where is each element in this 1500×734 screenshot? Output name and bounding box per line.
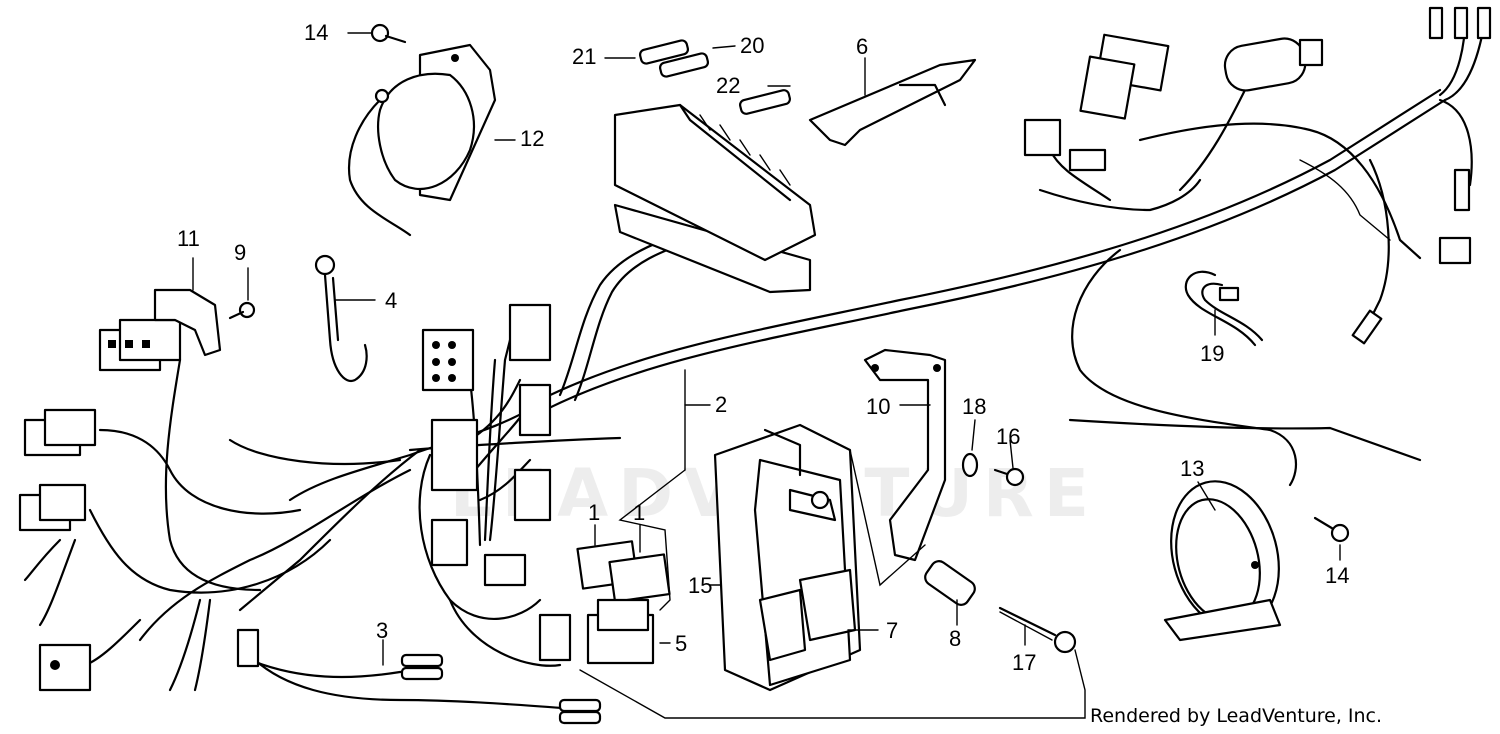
fuse-22 (739, 89, 791, 115)
callout-5: 5 (675, 631, 688, 656)
strap-6 (808, 58, 977, 147)
callout-13: 13 (1180, 456, 1205, 481)
callout-22: 22 (716, 73, 741, 98)
bolt-16 (993, 467, 1025, 487)
horn-13 (1163, 480, 1282, 642)
callout-6: 6 (856, 34, 869, 59)
sub-harness-3 (236, 628, 602, 725)
main-wire-harness (538, 18, 1487, 487)
relay-1-right (608, 553, 671, 603)
callout-14-top: 14 (304, 20, 329, 45)
callout-7: 7 (886, 618, 899, 643)
callout-12: 12 (520, 126, 545, 151)
callout-15: 9 (234, 240, 247, 265)
callout-17: 17 (1012, 650, 1037, 675)
washer-18 (961, 452, 979, 478)
callout-1-right: 1 (633, 500, 646, 525)
terminals-top-right (1351, 6, 1492, 345)
callout-4: 4 (385, 288, 398, 313)
connector-cluster-center (421, 303, 552, 587)
callout-18: 18 (962, 394, 987, 419)
bolt-14-top (370, 23, 407, 44)
horn-12 (347, 43, 497, 237)
callout-3: 3 (376, 618, 389, 643)
fuse-21 (638, 39, 690, 65)
bolt-17 (998, 606, 1077, 654)
connector-near-5 (538, 613, 572, 662)
bolt-15 (228, 301, 256, 320)
callout-2: 2 (715, 392, 728, 417)
callout-20: 20 (740, 33, 765, 58)
clamp-19 (1184, 270, 1264, 347)
leader-lines (192, 32, 1341, 719)
fuse-box (613, 103, 817, 294)
bolt-14-right (1313, 516, 1350, 543)
connector-upper-right (1023, 33, 1170, 172)
callout-16: 16 (996, 424, 1021, 449)
callout-11: 11 (177, 226, 200, 251)
callout-9: 15 (688, 573, 713, 598)
callout-19: 19 (1200, 341, 1225, 366)
credit-text: Rendered by LeadVenture, Inc. (1090, 705, 1383, 727)
bracket-11 (153, 288, 222, 357)
regulator-housing (713, 423, 862, 692)
relay-5 (586, 598, 655, 665)
callout-10: 10 (866, 394, 891, 419)
connector-left-mid (23, 408, 97, 457)
bracket-10 (863, 348, 947, 562)
callout-21: 21 (572, 44, 597, 69)
callout-8: 8 (949, 626, 962, 651)
connector-left-low (18, 483, 87, 532)
connector-left-top (98, 318, 182, 372)
fuse-20 (658, 52, 710, 78)
connector-left-bottom (38, 643, 92, 692)
condenser (1223, 37, 1324, 92)
callout-14-right: 14 (1325, 563, 1350, 588)
ground-cable-4 (314, 254, 368, 383)
spacer-8 (924, 560, 976, 606)
callout-1-left: 1 (588, 500, 601, 525)
